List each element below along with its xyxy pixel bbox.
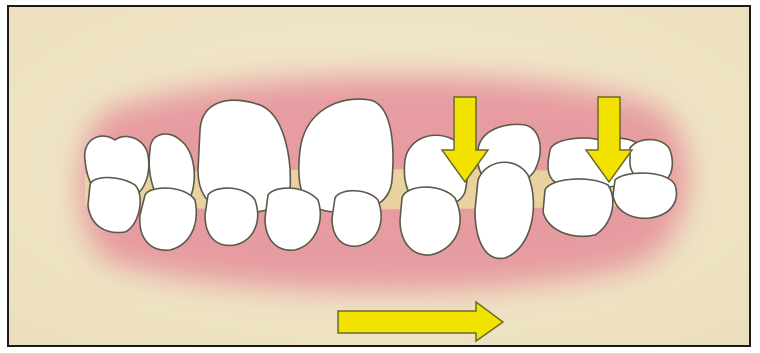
lower-right-molar <box>543 179 613 236</box>
lower-right-last-molar <box>613 173 676 218</box>
lower-incisor-2 <box>332 191 381 246</box>
lower-left-canine <box>205 188 258 245</box>
lower-left-molar <box>88 178 140 233</box>
